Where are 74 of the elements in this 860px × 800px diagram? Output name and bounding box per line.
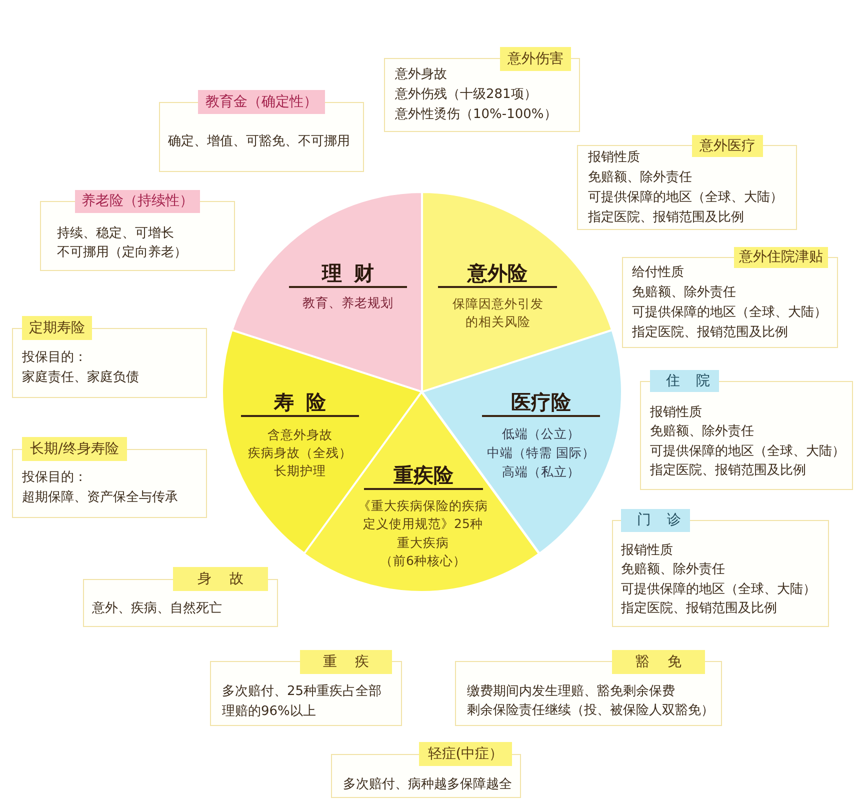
info-card bbox=[210, 650, 402, 726]
card-text: 免赔额、除外责任 bbox=[650, 423, 754, 442]
slice-text: （前6种核心） bbox=[380, 552, 466, 570]
info-card bbox=[12, 437, 207, 518]
slice-text: 中端（特需 国际） bbox=[487, 444, 595, 462]
card-heading: 门诊 bbox=[621, 509, 690, 532]
card-text: 意外伤残（十级281项） bbox=[395, 86, 537, 104]
slice-title: 意外险 bbox=[438, 260, 557, 288]
card-text: 指定医院、报销范围及比例 bbox=[650, 462, 806, 480]
info-card bbox=[12, 316, 207, 398]
card-text: 意外、疾病、自然死亡 bbox=[92, 600, 222, 618]
slice-title: 医疗险 bbox=[482, 388, 600, 417]
card-text: 报销性质 bbox=[621, 542, 673, 560]
card-text: 指定医院、报销范围及比例 bbox=[588, 209, 744, 228]
card-text: 多次赔付、病种越多保障越全 bbox=[343, 776, 512, 794]
info-card bbox=[159, 90, 364, 172]
card-text: 免赔额、除外责任 bbox=[621, 561, 725, 580]
slice-text: 疾病身故（全残） bbox=[248, 444, 352, 462]
card-text: 投保目的： bbox=[22, 469, 87, 488]
card-text: 超期保障、资产保全与传承 bbox=[22, 489, 178, 508]
card-text: 可提供保障的地区（全球、大陆） bbox=[621, 581, 816, 600]
card-text: 报销性质 bbox=[650, 404, 702, 422]
card-heading: 教育金（确定性） bbox=[198, 90, 325, 114]
card-text: 免赔额、除外责任 bbox=[588, 169, 692, 188]
card-text: 报销性质 bbox=[588, 149, 640, 168]
info-card bbox=[622, 247, 838, 348]
card-heading: 养老险（持续性） bbox=[75, 190, 200, 213]
info-card bbox=[640, 370, 853, 490]
card-text: 免赔额、除外责任 bbox=[632, 284, 736, 302]
card-text: 给付性质 bbox=[632, 264, 684, 282]
slice-title: 理财 bbox=[288, 260, 407, 288]
card-heading: 重疾 bbox=[300, 650, 392, 674]
card-text: 可提供保障的地区（全球、大陆） bbox=[650, 443, 845, 462]
card-heading: 身故 bbox=[173, 567, 268, 591]
card-heading: 轻症(中症） bbox=[419, 742, 512, 766]
info-card bbox=[612, 509, 829, 627]
info-card bbox=[83, 567, 278, 627]
card-text: 多次赔付、25种重疾占全部理赔的96%以上 bbox=[222, 683, 383, 721]
slice-title: 重疾险 bbox=[364, 462, 483, 490]
card-text: 缴费期间内发生理赔、豁免剩余保费 bbox=[467, 683, 675, 702]
pie-slice bbox=[232, 192, 422, 392]
card-text: 不可挪用（定向养老） bbox=[57, 244, 187, 262]
info-card bbox=[40, 190, 235, 271]
card-text: 可提供保障的地区（全球、大陆） bbox=[588, 189, 783, 208]
slice-text: 高端（私立） bbox=[502, 462, 580, 481]
pie-slice bbox=[422, 192, 612, 392]
slice-text: 教育、养老规划 bbox=[302, 294, 394, 312]
card-heading: 长期/终身寿险 bbox=[22, 437, 127, 461]
card-heading: 豁免 bbox=[612, 650, 705, 674]
card-heading: 意外医疗 bbox=[692, 135, 763, 157]
card-text: 家庭责任、家庭负债 bbox=[22, 369, 139, 388]
info-card bbox=[331, 742, 521, 798]
card-heading: 住院 bbox=[650, 370, 719, 392]
info-card bbox=[577, 135, 797, 230]
card-text: 剩余保险责任继续（投、被保险人双豁免） bbox=[467, 702, 714, 720]
card-text: 持续、稳定、可增长 bbox=[57, 225, 174, 244]
card-text: 指定医院、报销范围及比例 bbox=[621, 600, 777, 618]
card-text: 意外身故 bbox=[395, 66, 447, 84]
card-heading: 意外住院津贴 bbox=[734, 247, 828, 268]
card-heading: 定期寿险 bbox=[22, 316, 92, 340]
card-heading: 意外伤害 bbox=[500, 47, 571, 71]
slice-text: 长期护理 bbox=[274, 462, 326, 480]
card-text: 确定、增值、可豁免、不可挪用 bbox=[168, 133, 350, 152]
card-text: 可提供保障的地区（全球、大陆） bbox=[632, 304, 827, 322]
info-card bbox=[384, 47, 580, 132]
info-card bbox=[455, 650, 722, 726]
card-text: 投保目的： bbox=[22, 349, 87, 368]
slice-text: 《重大疾病保险的疾病定义使用规范》25种重大疾病 bbox=[357, 496, 488, 552]
slice-text: 低端（公立） bbox=[502, 424, 580, 443]
slice-text: 保障因意外引发的相关风险 bbox=[452, 294, 544, 332]
slice-text: 含意外身故 bbox=[268, 426, 332, 444]
card-text: 指定医院、报销范围及比例 bbox=[632, 324, 788, 342]
slice-title: 寿险 bbox=[241, 388, 359, 417]
card-text: 意外性烫伤（10%-100%） bbox=[395, 106, 557, 124]
